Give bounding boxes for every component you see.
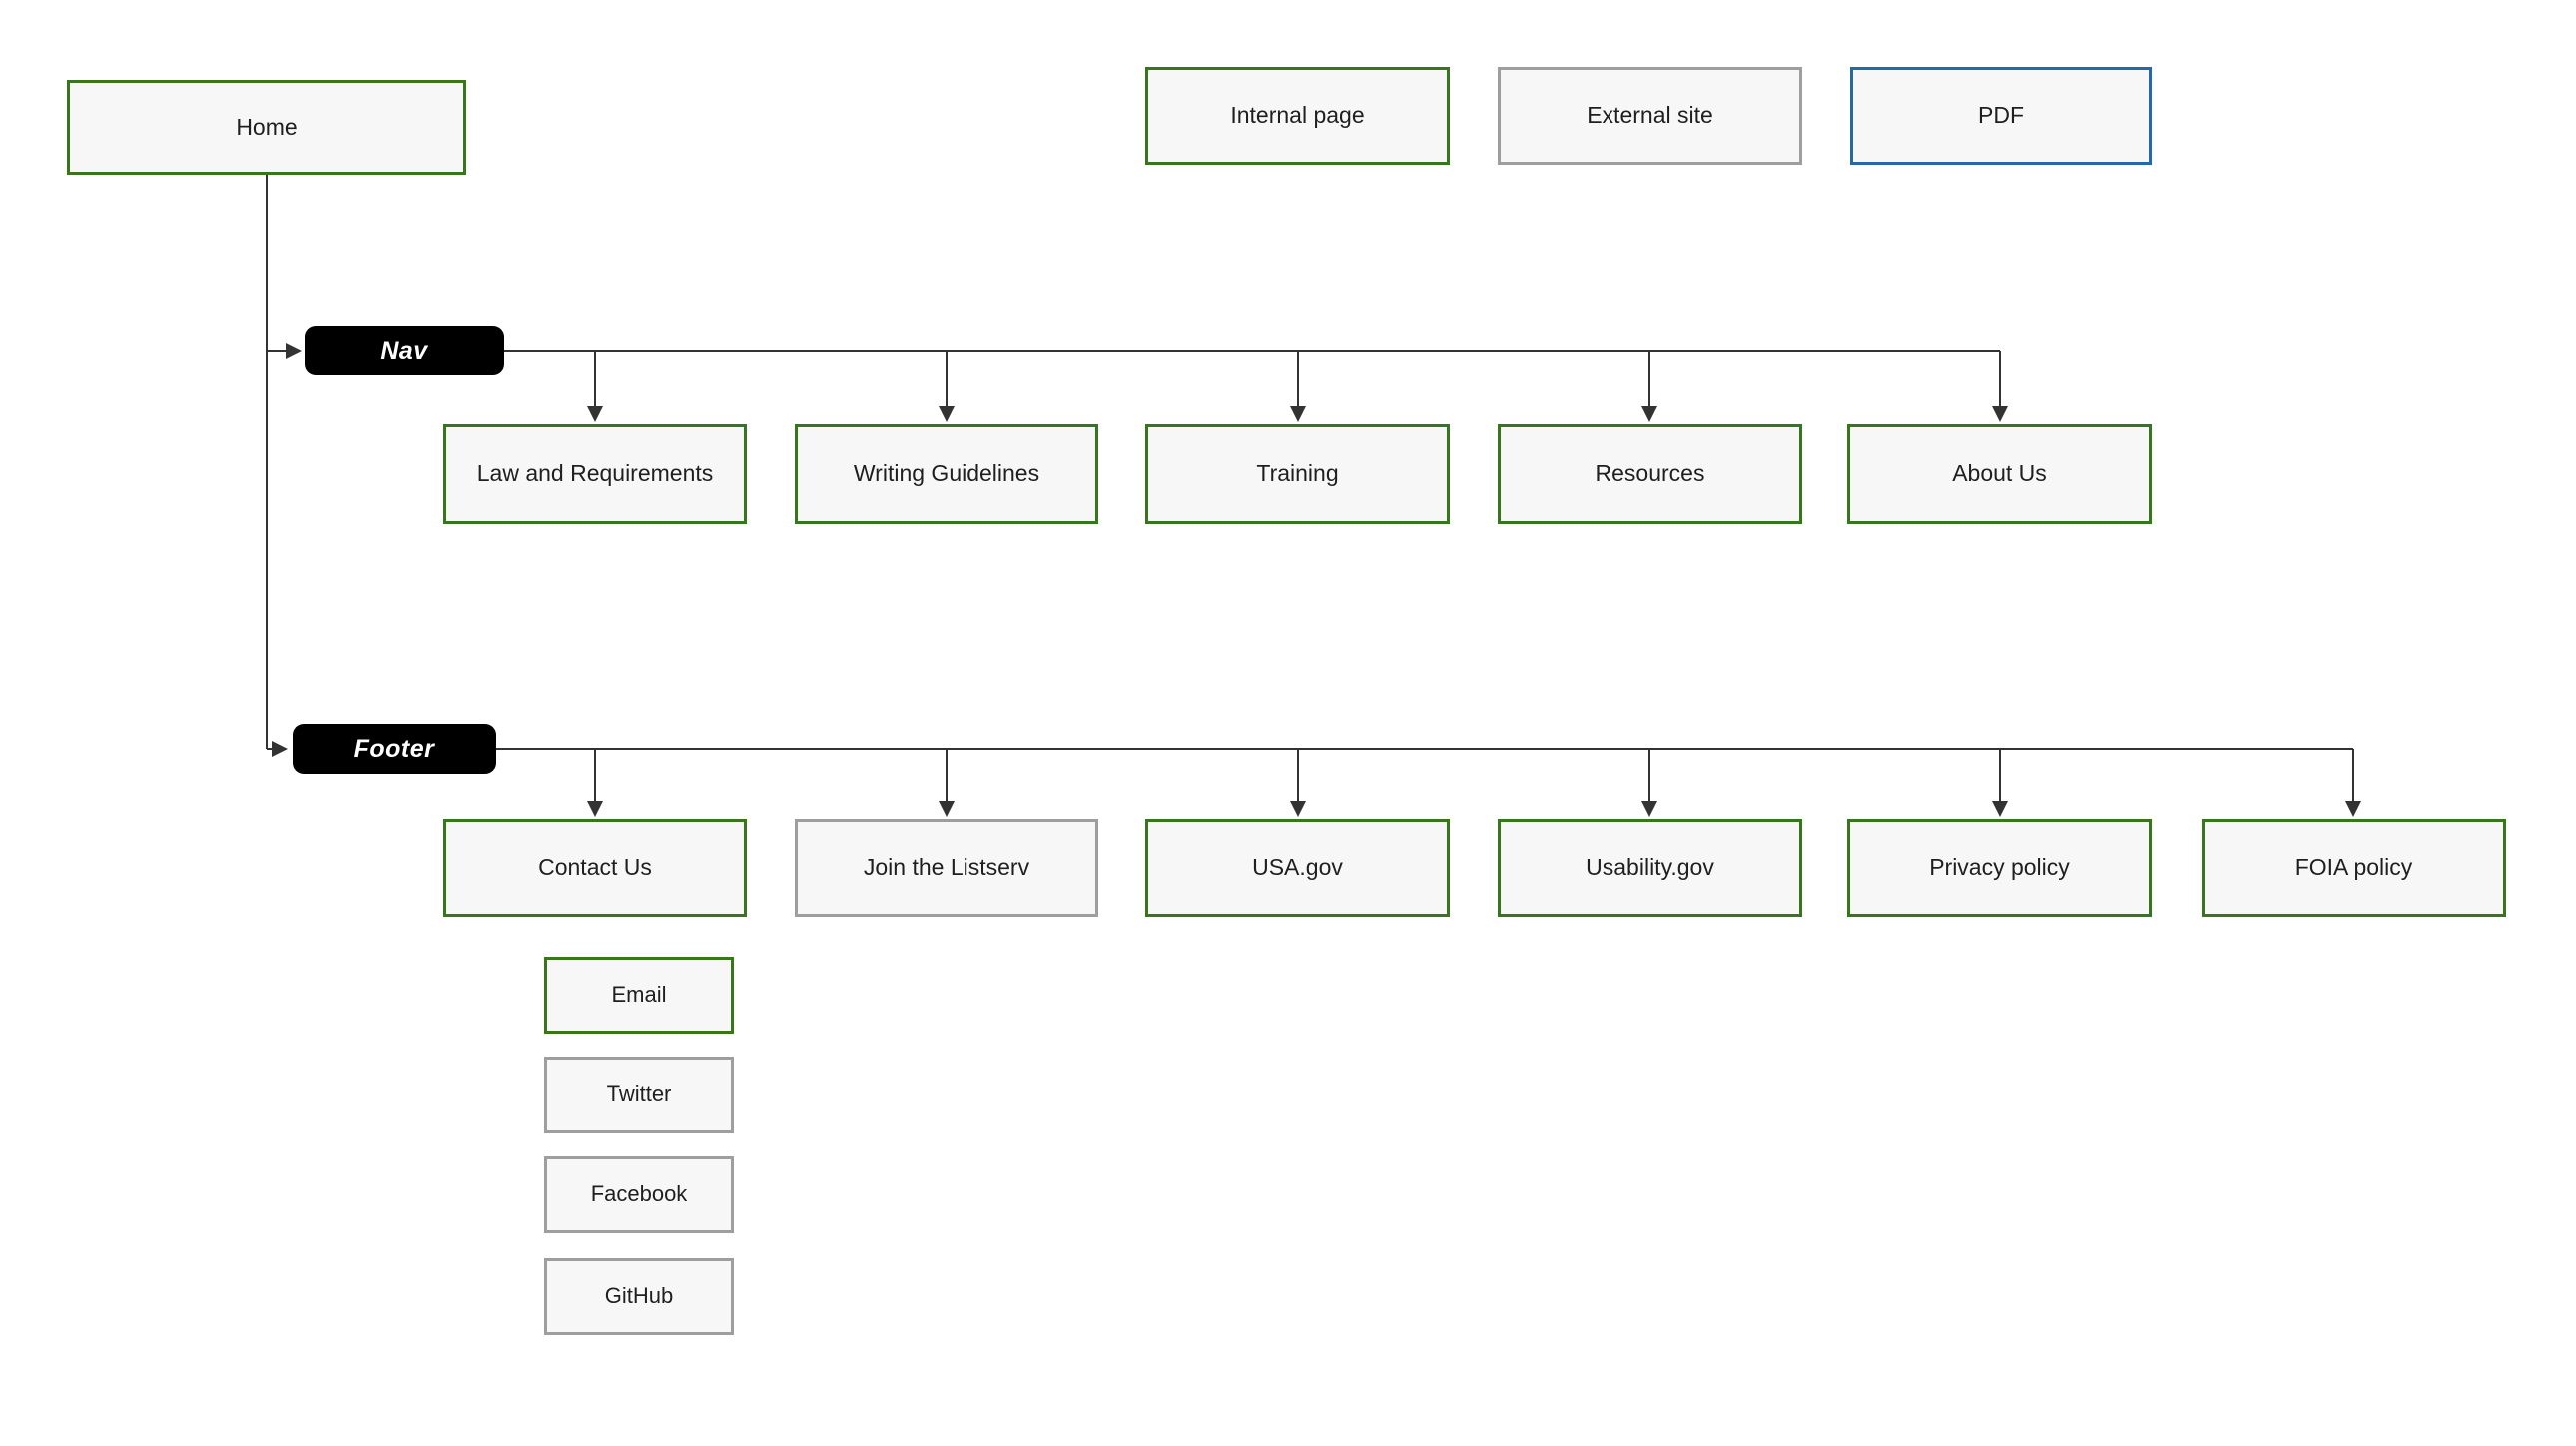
section-label-footer: Footer: [293, 724, 496, 774]
legend-item-pdf: PDF: [1850, 67, 2152, 165]
node-foia-policy[interactable]: FOIA policy: [2202, 819, 2506, 917]
node-resources[interactable]: Resources: [1498, 424, 1802, 524]
node-privacy-policy[interactable]: Privacy policy: [1847, 819, 2152, 917]
node-usability-gov[interactable]: Usability.gov: [1498, 819, 1802, 917]
section-label-nav: Nav: [305, 326, 504, 375]
legend-item-internal-page: Internal page: [1145, 67, 1450, 165]
node-contact-us[interactable]: Contact Us: [443, 819, 747, 917]
node-twitter[interactable]: Twitter: [544, 1057, 734, 1133]
node-about-us[interactable]: About Us: [1847, 424, 2152, 524]
node-home[interactable]: Home: [67, 80, 466, 175]
node-github[interactable]: GitHub: [544, 1258, 734, 1335]
node-join-the-listserv[interactable]: Join the Listserv: [795, 819, 1098, 917]
node-facebook[interactable]: Facebook: [544, 1156, 734, 1233]
node-usa-gov[interactable]: USA.gov: [1145, 819, 1450, 917]
node-writing-guidelines[interactable]: Writing Guidelines: [795, 424, 1098, 524]
legend-item-external-site: External site: [1498, 67, 1802, 165]
node-training[interactable]: Training: [1145, 424, 1450, 524]
node-law-and-requirements[interactable]: Law and Requirements: [443, 424, 747, 524]
node-email[interactable]: Email: [544, 957, 734, 1034]
